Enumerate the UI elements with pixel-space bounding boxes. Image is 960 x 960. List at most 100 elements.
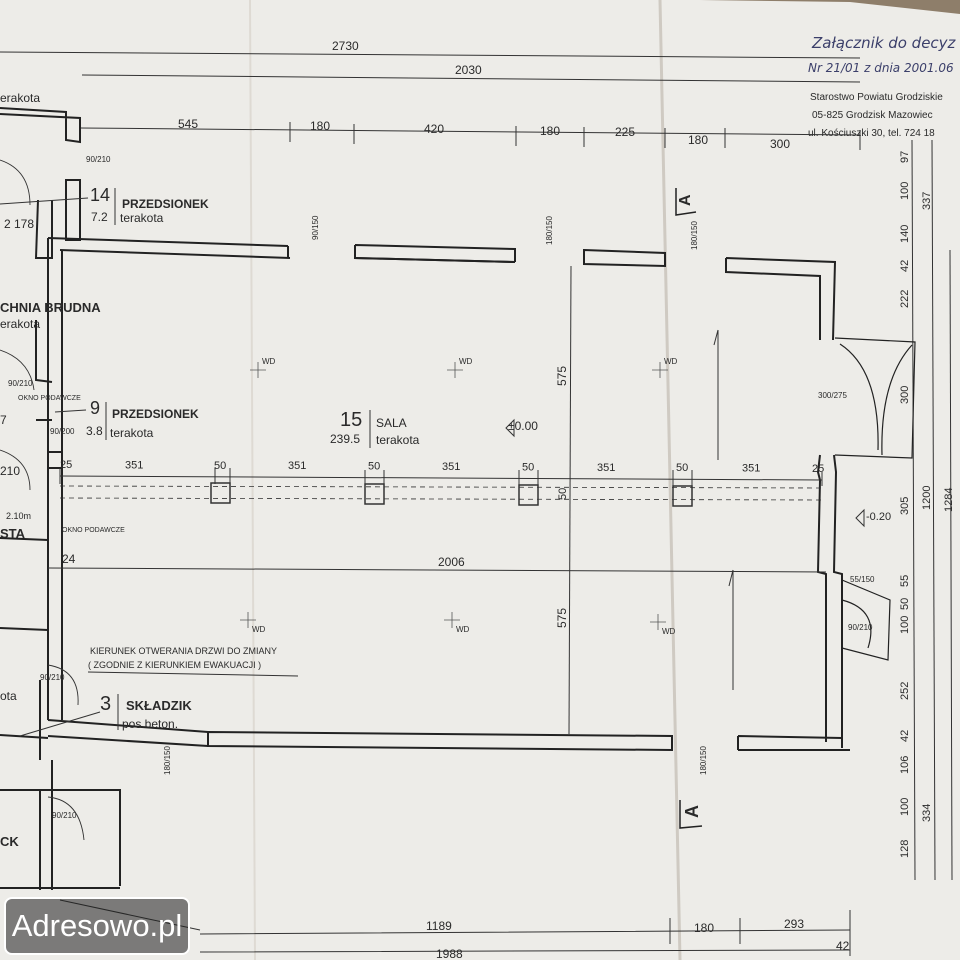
dim-bottom-seg-3: 293: [784, 917, 804, 931]
entrance-door: [834, 337, 916, 661]
room-width-line: [47, 567, 827, 573]
partial-floor-top: erakota: [0, 91, 40, 105]
right-dim-a-8: 55: [899, 575, 911, 587]
dim-bottom-wall: 42: [836, 939, 850, 953]
room-14-label: 14 PRZEDSIONEK 7.2 terakota: [0, 185, 209, 225]
door-tag-300-275: 300/275: [818, 391, 847, 400]
partial-kitchen-label: CHNIA BRUDNA: [0, 300, 101, 315]
room-9-label: 9 PRZEDSIONEK 3.8 terakota: [54, 398, 199, 440]
watermark-badge: Adresowo.pl: [4, 897, 190, 955]
wd-label-5: WD: [456, 625, 470, 634]
room-14-area: 7.2: [91, 210, 108, 224]
note-line-1: KIERUNEK OTWERANIA DRZWI DO ZMIANY: [90, 646, 277, 656]
right-dim-a-15: 128: [899, 840, 911, 858]
wd-label-2: WD: [459, 357, 473, 366]
dim-bottom-seg-2: 180: [694, 921, 714, 935]
level-main-value: ±0.00: [508, 419, 538, 433]
dim-top-seg-5: 225: [615, 125, 635, 139]
right-dim-a-6: 300: [899, 386, 911, 404]
note-underline: [87, 671, 299, 677]
room-15-number: 15: [340, 409, 362, 431]
hall-depth-top: 575: [555, 366, 569, 386]
dim-top-seg-3: 420: [424, 122, 444, 136]
stamp-line-3: Starostwo Powiatu Grodziskie: [810, 92, 943, 103]
window-tag-2: 180/150: [545, 216, 554, 245]
grid-dim-2: 351: [125, 459, 143, 471]
note-line-2: ( ZGODNIE Z KIERUNKIEM EWAKUACJI ): [88, 660, 261, 670]
right-dim-b-3: 334: [921, 804, 933, 822]
column-row: [59, 468, 823, 507]
partial-ck-label: CK: [0, 834, 19, 849]
grid-dim-4: 351: [288, 460, 306, 472]
dim-bottom-seg-1: 1189: [426, 919, 452, 933]
section-a-top: A: [675, 188, 697, 216]
right-dim-b-1: 337: [921, 192, 933, 210]
room-15-area: 239.5: [330, 432, 360, 446]
dim-top-seg-7: 300: [770, 137, 790, 151]
partial-ota-label: ota: [0, 689, 17, 703]
okno-podawcze-label-2: OKNO PODAWCZE: [62, 527, 125, 534]
door-tag-1: 90/210: [86, 155, 111, 164]
grid-dim-3: 50: [214, 460, 226, 472]
approval-stamp: Załącznik do decyz Nr 21/01 z dnia 2001.…: [808, 34, 957, 139]
grid-dim-11: 25: [812, 463, 824, 475]
dim-top-seg-4: 180: [540, 124, 560, 138]
okno-podawcze-label-1: OKNO PODAWCZE: [18, 395, 81, 402]
door-tag-4: 90/210: [52, 811, 77, 820]
stamp-line-2: Nr 21/01 z dnia 2001.06: [808, 61, 954, 75]
column-dim: 50: [557, 488, 569, 500]
grid-dim-9: 50: [676, 462, 688, 474]
room-15-name: SALA: [376, 416, 407, 430]
wd-cross-3: [652, 362, 668, 378]
dim-bottom-overall: 1988: [436, 947, 463, 960]
door-tag-2: 90/210: [8, 379, 33, 388]
stamp-line-1: Załącznik do decyz: [811, 34, 957, 52]
door-tag-5: 90/210: [40, 673, 65, 682]
hall-walls: [47, 237, 850, 752]
right-dim-a-14: 100: [899, 798, 911, 816]
room-3-name: SKŁADZIK: [126, 698, 192, 713]
door-tag-6: 90/210: [848, 623, 873, 632]
partial-seven: 7: [0, 413, 7, 427]
partial-210: 210: [0, 464, 20, 478]
partial-sta-label: STA: [0, 526, 26, 541]
level-marker-main: ±0.00: [505, 418, 538, 438]
dim-overall-top: 2730: [332, 39, 359, 53]
wd-cross-2: [447, 362, 463, 378]
left-side-rooms: [0, 107, 121, 890]
wd-cross-1: [250, 362, 266, 378]
door-tag-3: 90/200: [50, 427, 75, 436]
grid-dim-6: 351: [442, 461, 460, 473]
window-tag-6: 55/150: [850, 575, 875, 584]
room-15-floor: terakota: [376, 433, 420, 447]
hall-depth-bottom: 575: [555, 608, 569, 628]
room-14-number: 14: [90, 185, 110, 205]
dim-inner-top: 2030: [455, 63, 482, 77]
dim-top-seg-2: 180: [310, 119, 330, 133]
grid-dim-1: 25: [60, 459, 72, 471]
right-dim-a-12: 42: [899, 730, 911, 742]
right-dimension-lines: [911, 139, 953, 881]
grid-dim-10: 351: [742, 463, 760, 475]
right-dim-a-3: 140: [899, 225, 911, 243]
right-dim-a-5: 222: [899, 290, 911, 308]
wd-label-1: WD: [262, 357, 276, 366]
wd-cross-4: [240, 612, 256, 628]
right-dim-a-2: 100: [899, 182, 911, 200]
room-9-area: 3.8: [86, 424, 103, 438]
room-9-floor: terakota: [110, 426, 154, 440]
wd-label-6: WD: [662, 627, 676, 636]
top-dimension-lines: [0, 51, 861, 150]
wd-cross-6: [650, 614, 666, 630]
section-a-top-label: A: [677, 194, 694, 206]
right-dim-b-2: 1200: [921, 486, 933, 510]
room-14-floor: terakota: [120, 211, 164, 225]
right-dim-a-1: 97: [899, 151, 911, 163]
grid-dim-8: 351: [597, 462, 615, 474]
right-dim-a-11: 252: [899, 682, 911, 700]
window-tag-4: 180/150: [163, 746, 172, 775]
right-dim-c-1: 1284: [943, 488, 955, 512]
